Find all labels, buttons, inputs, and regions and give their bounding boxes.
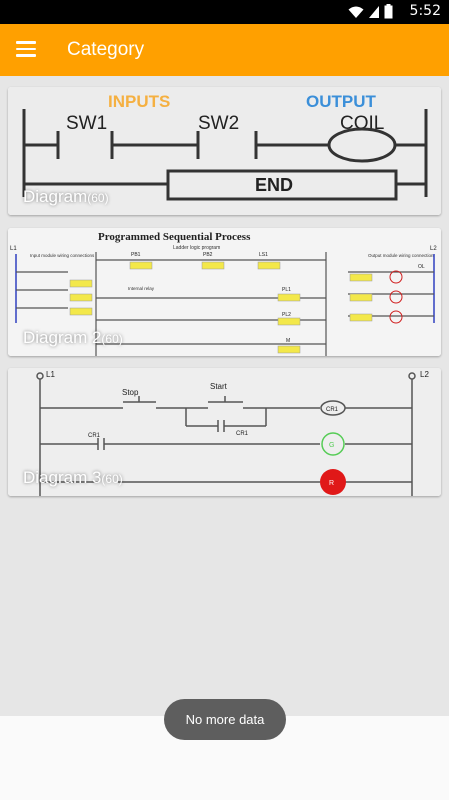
l1-label: L1	[46, 370, 55, 379]
start-stop-circuit-thumbnail: L1 L2	[8, 368, 441, 496]
inputs-label: INPUTS	[108, 92, 170, 111]
status-bar: 5:52	[0, 0, 449, 24]
category-card-diagram-3[interactable]: L1 L2	[8, 368, 441, 496]
status-time: 5:52	[409, 3, 441, 19]
toast-message: No more data	[164, 699, 286, 740]
l2-label: L2	[430, 246, 437, 252]
sw2-label: SW2	[198, 113, 239, 134]
category-count: (60)	[101, 472, 123, 486]
cell-signal-icon	[369, 5, 379, 18]
status-icons	[348, 4, 393, 19]
ladder-diagram-thumbnail: INPUTS OUTPUT SW1 SW2 COIL END	[8, 87, 441, 215]
hamburger-menu-icon[interactable]	[16, 41, 36, 57]
pb2-label: PB2	[203, 252, 213, 258]
pl1-label: PL1	[282, 287, 291, 293]
start-label: Start	[210, 382, 228, 391]
l2-label: L2	[420, 370, 429, 379]
l1-label: L1	[10, 246, 17, 252]
page-title: Category	[67, 39, 145, 60]
category-count: (60)	[87, 191, 109, 205]
category-caption: Diagram(60)	[23, 187, 109, 207]
diagram2-title: Programmed Sequential Process	[98, 231, 251, 243]
input-module-label: Input module wiring connections	[30, 253, 95, 258]
stop-label: Stop	[122, 388, 139, 397]
category-caption: Diagram 3(60)	[23, 468, 123, 488]
cr1-contact-label: CR1	[236, 431, 249, 437]
red-lamp-label: R	[329, 480, 334, 487]
category-name: Diagram	[23, 187, 88, 206]
category-caption: Diagram 2(60)	[23, 328, 123, 348]
output-label: OUTPUT	[306, 92, 377, 111]
app-bar: Category	[0, 24, 449, 76]
cr1-label-row2: CR1	[88, 433, 101, 439]
diagram2-subtitle: Ladder logic program	[173, 245, 220, 251]
pb1-label: PB1	[131, 252, 141, 258]
green-lamp-label: G	[329, 442, 334, 449]
pl2-label: PL2	[282, 312, 291, 318]
category-count: (60)	[101, 332, 123, 346]
internal-relay-label: Internal relay	[128, 286, 155, 291]
m-label: M	[286, 338, 290, 344]
end-label: END	[255, 175, 293, 195]
category-name: Diagram 3	[23, 468, 102, 487]
ls1-label: LS1	[259, 252, 268, 258]
wifi-icon	[348, 6, 364, 18]
battery-icon	[384, 4, 393, 19]
category-list: INPUTS OUTPUT SW1 SW2 COIL END	[0, 76, 449, 716]
ol-label: OL	[418, 264, 425, 270]
category-name: Diagram 2	[23, 328, 102, 347]
cr1-coil-label: CR1	[326, 407, 339, 413]
category-card-diagram-2[interactable]: Programmed Sequential Process Ladder log…	[8, 228, 441, 356]
sw1-label: SW1	[66, 113, 107, 134]
category-card-diagram[interactable]: INPUTS OUTPUT SW1 SW2 COIL END	[8, 87, 441, 215]
output-module-label: Output module wiring connection	[368, 253, 434, 258]
sequential-process-thumbnail: Programmed Sequential Process Ladder log…	[8, 228, 441, 356]
